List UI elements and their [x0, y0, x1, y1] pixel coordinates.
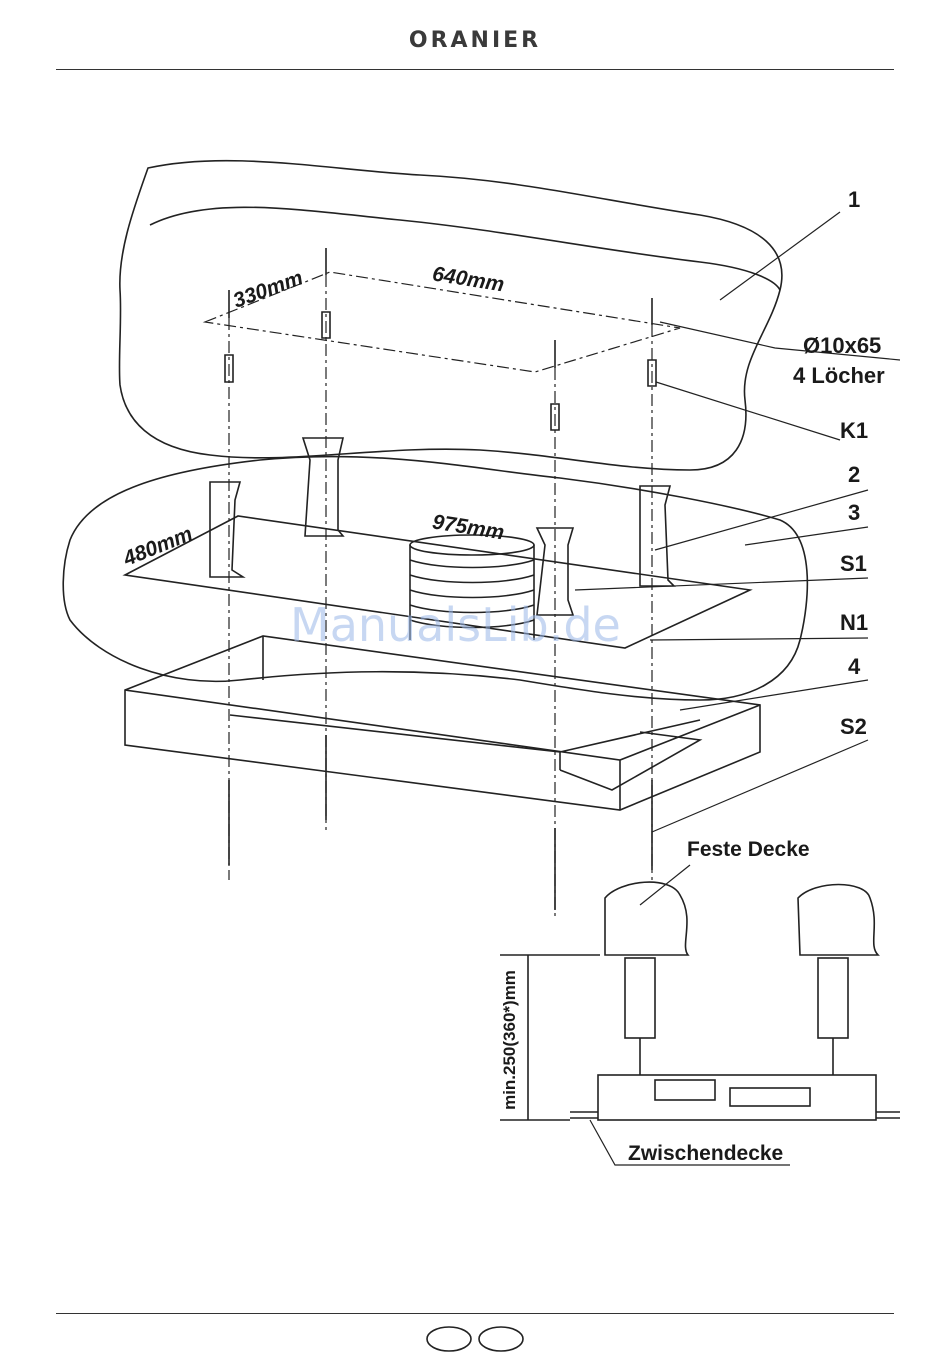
language-ovals	[425, 1325, 525, 1353]
callout-n1: N1	[840, 610, 868, 636]
callout-k1: K1	[840, 418, 868, 444]
watermark: ManualsLib.de	[290, 598, 621, 652]
footer-rule	[56, 1313, 894, 1314]
callout-hole-count: 4 Löcher	[793, 363, 885, 389]
callout-2: 2	[848, 462, 860, 488]
callout-hole-spec: Ø10x65	[803, 333, 881, 359]
false-ceiling	[63, 456, 807, 700]
bracket	[303, 438, 343, 536]
callout-s1: S1	[840, 551, 867, 577]
dimension-min-height: min.250(360*)mm	[500, 970, 520, 1110]
bracket	[640, 486, 674, 586]
callout-s2: S2	[840, 714, 867, 740]
bracket	[210, 482, 243, 577]
callout-4: 4	[848, 654, 860, 680]
label-zwischendecke: Zwischendecke	[628, 1142, 783, 1166]
hood-box	[125, 636, 760, 810]
ceiling-slab	[119, 161, 781, 470]
callout-3: 3	[848, 500, 860, 526]
callout-1: 1	[848, 187, 860, 213]
label-feste-decke: Feste Decke	[687, 838, 810, 862]
